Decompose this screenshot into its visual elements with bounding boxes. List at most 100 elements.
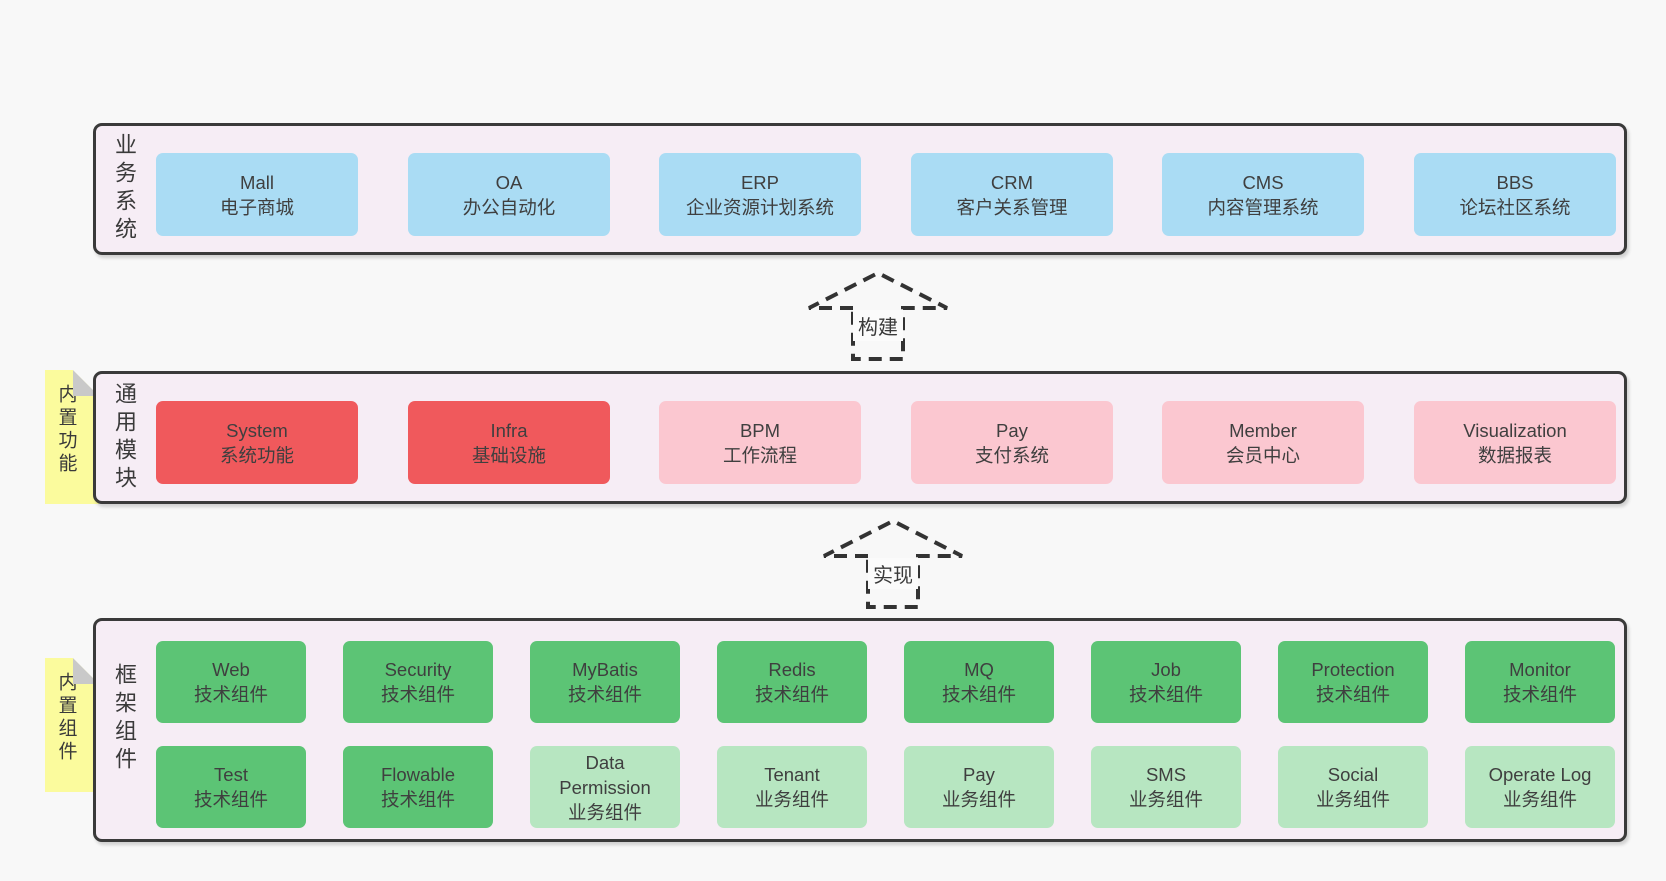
box-label-en: Flowable: [380, 764, 456, 785]
box-bbs: BBS 论坛社区系统: [1414, 153, 1616, 236]
box-label-en: Visualization: [1463, 419, 1567, 441]
sticky-note-builtin-components: 内置组件: [45, 658, 99, 792]
box-label-zh: 技术组件: [754, 684, 829, 705]
box-label-zh: 技术组件: [941, 684, 1016, 705]
box-label-zh: 技术组件: [1315, 684, 1390, 705]
box-mybatis: MyBatis 技术组件: [530, 641, 680, 723]
box-label-zh: 技术组件: [193, 789, 268, 810]
box-label-en: CRM: [990, 171, 1034, 193]
box-label-zh: 业务组件: [754, 789, 829, 810]
box-security: Security 技术组件: [343, 641, 493, 723]
box-label-en: Data Permission: [559, 751, 651, 798]
box-label-zh: 技术组件: [567, 684, 642, 705]
box-label-zh: 业务组件: [941, 789, 1016, 810]
box-flowable: Flowable 技术组件: [343, 746, 493, 828]
sticky-note-builtin-features: 内置功能: [45, 370, 99, 504]
box-label-en: CMS: [1242, 171, 1284, 193]
box-label-en: OA: [495, 171, 523, 193]
box-label-en: Operate Log: [1488, 764, 1592, 785]
box-infra: Infra 基础设施: [408, 401, 610, 484]
box-label-en: Test: [214, 764, 248, 785]
box-label-en: MyBatis: [572, 659, 638, 680]
box-visualization: Visualization 数据报表: [1414, 401, 1616, 484]
framework-components-panel: 框架组件 Web 技术组件 Security 技术组件 MyBatis 技术组件…: [93, 618, 1627, 842]
box-label-zh: 业务组件: [1315, 789, 1390, 810]
box-label-zh: 系统功能: [219, 444, 294, 466]
box-label-en: Pay: [963, 764, 995, 785]
box-label-zh: 基础设施: [471, 444, 546, 466]
box-label-en: SMS: [1145, 764, 1187, 785]
box-pay-component: Pay 业务组件: [904, 746, 1054, 828]
box-web: Web 技术组件: [156, 641, 306, 723]
box-mq: MQ 技术组件: [904, 641, 1054, 723]
box-job: Job 技术组件: [1091, 641, 1241, 723]
up-arrow-icon: [823, 518, 963, 609]
box-label-zh: 支付系统: [974, 444, 1049, 466]
box-label-en: Social: [1327, 764, 1379, 785]
box-label-en: Web: [212, 659, 250, 680]
business-systems-panel: 业务系统 Mall 电子商城 OA 办公自动化 ERP 企业资源计划系统 CRM…: [93, 123, 1627, 255]
box-label-en: Redis: [768, 659, 816, 680]
up-arrow-icon: [808, 270, 948, 361]
sticky-note-label: 内置功能: [55, 384, 77, 476]
box-protection: Protection 技术组件: [1278, 641, 1428, 723]
box-label-zh: 办公自动化: [462, 196, 556, 218]
box-sms: SMS 业务组件: [1091, 746, 1241, 828]
box-label-zh: 技术组件: [380, 684, 455, 705]
box-redis: Redis 技术组件: [717, 641, 867, 723]
panel-label-business: 业务系统: [112, 133, 137, 245]
box-label-zh: 技术组件: [380, 789, 455, 810]
box-label-zh: 工作流程: [722, 444, 797, 466]
implement-arrow-label: 实现: [868, 558, 918, 589]
box-label-zh: 论坛社区系统: [1459, 196, 1571, 218]
box-label-zh: 企业资源计划系统: [685, 196, 834, 218]
box-label-zh: 技术组件: [193, 684, 268, 705]
box-operate-log: Operate Log 业务组件: [1465, 746, 1615, 828]
box-label-zh: 业务组件: [1502, 789, 1577, 810]
box-social: Social 业务组件: [1278, 746, 1428, 828]
box-label-zh: 电子商城: [219, 196, 294, 218]
box-label-zh: 客户关系管理: [956, 196, 1068, 218]
box-label-zh: 内容管理系统: [1207, 196, 1319, 218]
box-monitor: Monitor 技术组件: [1465, 641, 1615, 723]
box-label-zh: 业务组件: [1128, 789, 1203, 810]
box-label-en: Pay: [996, 419, 1028, 441]
box-label-en: Monitor: [1509, 659, 1571, 680]
box-pay-module: Pay 支付系统: [911, 401, 1113, 484]
implement-arrow: 实现: [822, 518, 964, 610]
sticky-note-label: 内置组件: [55, 672, 77, 764]
box-mall: Mall 电子商城: [156, 153, 358, 236]
box-label-en: BPM: [739, 419, 781, 441]
box-label-zh: 业务组件: [567, 801, 642, 823]
box-label-zh: 会员中心: [1225, 444, 1300, 466]
box-member: Member 会员中心: [1162, 401, 1364, 484]
panel-label-modules: 通用模块: [112, 381, 137, 494]
build-arrow: 构建: [807, 270, 949, 362]
box-data-permission: Data Permission 业务组件: [530, 746, 680, 828]
box-label-en: ERP: [740, 171, 780, 193]
box-label-en: Member: [1229, 419, 1297, 441]
box-label-en: BBS: [1496, 171, 1534, 193]
box-bpm: BPM 工作流程: [659, 401, 861, 484]
box-label-en: Tenant: [764, 764, 820, 785]
box-erp: ERP 企业资源计划系统: [659, 153, 861, 236]
box-system: System 系统功能: [156, 401, 358, 484]
box-cms: CMS 内容管理系统: [1162, 153, 1364, 236]
box-label-zh: 技术组件: [1502, 684, 1577, 705]
box-label-en: Infra: [490, 419, 528, 441]
box-label-en: System: [226, 419, 288, 441]
box-label-en: Security: [384, 659, 452, 680]
box-label-en: Protection: [1311, 659, 1395, 680]
box-label-zh: 数据报表: [1477, 444, 1552, 466]
box-label-en: MQ: [964, 659, 994, 680]
build-arrow-label: 构建: [853, 310, 903, 341]
box-label-en: Mall: [240, 171, 274, 193]
box-label-zh: 技术组件: [1128, 684, 1203, 705]
box-tenant: Tenant 业务组件: [717, 746, 867, 828]
common-modules-panel: 通用模块 System 系统功能 Infra 基础设施 BPM 工作流程 Pay…: [93, 371, 1627, 504]
box-label-en: Job: [1151, 659, 1181, 680]
box-test: Test 技术组件: [156, 746, 306, 828]
panel-label-components: 框架组件: [112, 663, 137, 775]
box-oa: OA 办公自动化: [408, 153, 610, 236]
